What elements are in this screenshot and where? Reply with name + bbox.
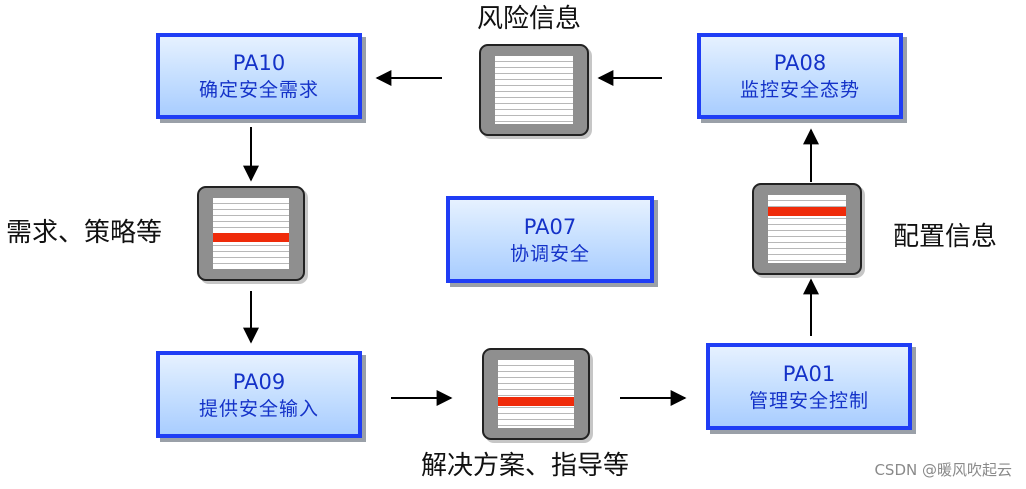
pa08-code: PA08 (773, 51, 827, 75)
solutions-guidance-label: 解决方案、指导等 (421, 451, 630, 481)
config-document-icon (752, 183, 862, 275)
pa07-code: PA07 (523, 214, 577, 239)
pa10-box: PA10 确定安全需求 (156, 33, 362, 119)
solutions-document-icon (482, 348, 590, 440)
requirements-document-icon (197, 186, 305, 281)
pa10-code: PA10 (232, 51, 286, 75)
pa07-box: PA07 协调安全 (446, 196, 654, 283)
pa01-title: 管理安全控制 (748, 389, 869, 412)
watermark: CSDN @暖风吹起云 (874, 461, 1012, 479)
pa01-code: PA01 (782, 361, 836, 386)
requirements-policy-label: 需求、策略等 (6, 218, 163, 248)
risk-document-icon (479, 44, 589, 136)
pa08-title: 监控安全态势 (739, 79, 860, 101)
pa08-box: PA08 监控安全态势 (697, 33, 903, 119)
config-info-label: 配置信息 (893, 222, 998, 252)
pa09-box: PA09 提供安全输入 (156, 351, 362, 438)
pa01-box: PA01 管理安全控制 (706, 343, 912, 430)
pa07-title: 协调安全 (509, 242, 590, 265)
pa10-title: 确定安全需求 (198, 79, 319, 101)
risk-info-label: 风险信息 (477, 4, 582, 34)
pa09-code: PA09 (232, 369, 286, 394)
pa09-title: 提供安全输入 (198, 397, 319, 420)
